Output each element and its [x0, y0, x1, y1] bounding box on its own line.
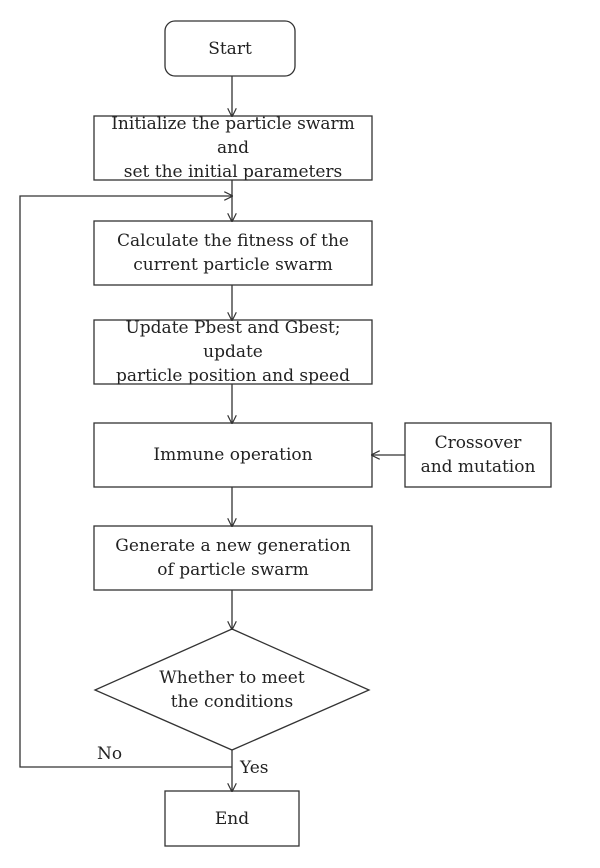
immune-box	[93, 422, 373, 488]
init-label: Initialize the particle swarm and set th…	[111, 114, 355, 182]
decision-label: Whether to meet the conditions	[159, 668, 305, 712]
end-label: End	[214, 808, 250, 829]
crossover-box	[404, 422, 552, 488]
immune-label: Immune operation	[153, 445, 313, 465]
start-label: Start	[208, 38, 252, 59]
init-box	[93, 115, 373, 181]
update-label: Update Pbest and Gbest; update particle …	[116, 318, 350, 386]
start-node	[164, 20, 296, 77]
yes-label: Yes	[240, 758, 269, 778]
generate-label: Generate a new generation of particle sw…	[115, 536, 351, 580]
crossover-label: Crossover and mutation	[420, 433, 536, 477]
no-label: No	[97, 744, 123, 764]
end-box	[164, 790, 300, 847]
generate-box	[93, 525, 373, 591]
arrow-no-loop-back	[19, 196, 232, 768]
fitness-label: Calculate the fitness of the current par…	[117, 231, 349, 275]
update-box	[93, 319, 373, 385]
